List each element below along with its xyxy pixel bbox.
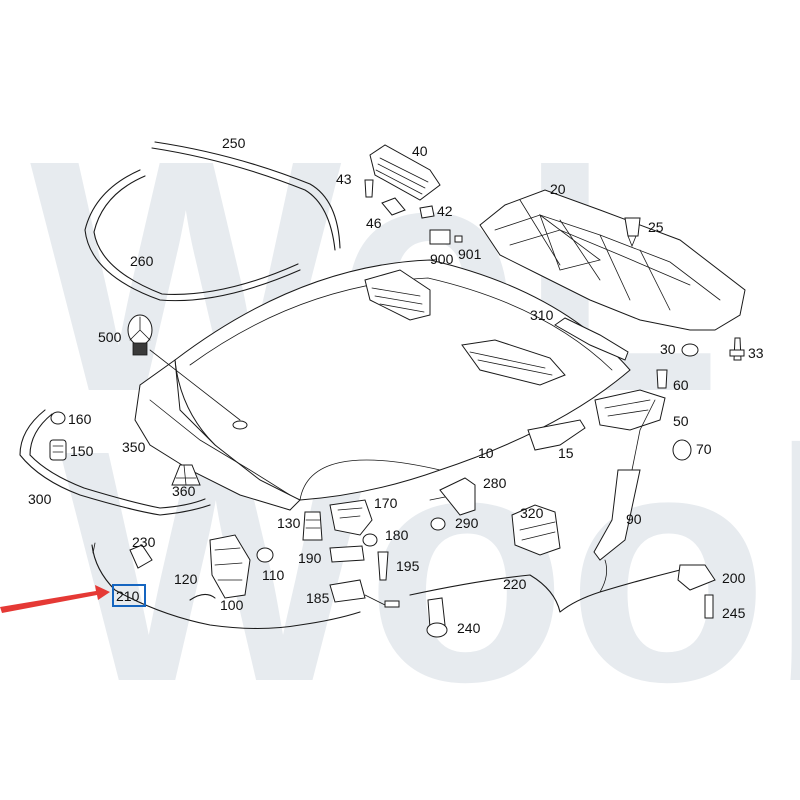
callout-40: 40 [412, 143, 428, 159]
callout-90: 90 [626, 511, 642, 527]
callout-185: 185 [306, 590, 330, 606]
emblem-star [127, 314, 248, 430]
callout-46: 46 [366, 215, 382, 231]
callout-50: 50 [673, 413, 689, 429]
cowl-panel [479, 189, 746, 331]
highlight-box [112, 584, 146, 607]
seal-strips [84, 141, 341, 302]
callout-150: 150 [70, 443, 94, 459]
callout-200: 200 [722, 570, 746, 586]
callout-130: 130 [277, 515, 301, 531]
callout-100: 100 [220, 597, 244, 613]
bracket-360 [171, 464, 201, 486]
callout-60: 60 [673, 377, 689, 393]
callout-300: 300 [28, 491, 52, 507]
callout-195: 195 [396, 558, 420, 574]
callout-120: 120 [174, 571, 198, 587]
callout-290: 290 [455, 515, 479, 531]
callout-310: 310 [530, 307, 554, 323]
callout-500: 500 [98, 329, 122, 345]
callout-160: 160 [68, 411, 92, 427]
callout-15: 15 [558, 445, 574, 461]
red-arrow-icon [0, 585, 110, 613]
callout-900: 900 [430, 251, 454, 267]
callout-190: 190 [298, 550, 322, 566]
callout-33: 33 [748, 345, 764, 361]
callout-230: 230 [132, 534, 156, 550]
callout-360: 360 [172, 483, 196, 499]
callout-901: 901 [458, 246, 482, 262]
callout-320: 320 [520, 505, 544, 521]
callout-20: 20 [550, 181, 566, 197]
callout-180: 180 [385, 527, 409, 543]
vent-cover-parts [364, 144, 641, 248]
grille-strip [19, 409, 211, 516]
lower-right-parts [426, 564, 716, 638]
callout-260: 260 [130, 253, 154, 269]
callout-210: 210 [116, 588, 140, 604]
callout-25: 25 [648, 219, 664, 235]
callout-30: 30 [660, 341, 676, 357]
callout-280: 280 [483, 475, 507, 491]
callout-350: 350 [122, 439, 146, 455]
callout-240: 240 [457, 620, 481, 636]
callout-110: 110 [262, 567, 285, 583]
callout-43: 43 [336, 171, 352, 187]
latch-cluster [302, 499, 400, 608]
callout-245: 245 [722, 605, 746, 621]
callout-70: 70 [696, 441, 712, 457]
right-side-parts [527, 317, 745, 561]
lower-left-parts [129, 534, 274, 601]
callout-170: 170 [374, 495, 398, 511]
callout-10: 10 [478, 445, 494, 461]
callout-labels: 250 40 43 42 46 900 901 20 25 260 500 31… [28, 135, 764, 636]
callout-250: 250 [222, 135, 246, 151]
callout-220: 220 [503, 576, 527, 592]
release-cables [91, 542, 681, 630]
hood-panel [134, 259, 631, 511]
center-brackets [429, 477, 561, 556]
highlighted-part-210: 210 [0, 584, 146, 613]
callout-42: 42 [437, 203, 453, 219]
